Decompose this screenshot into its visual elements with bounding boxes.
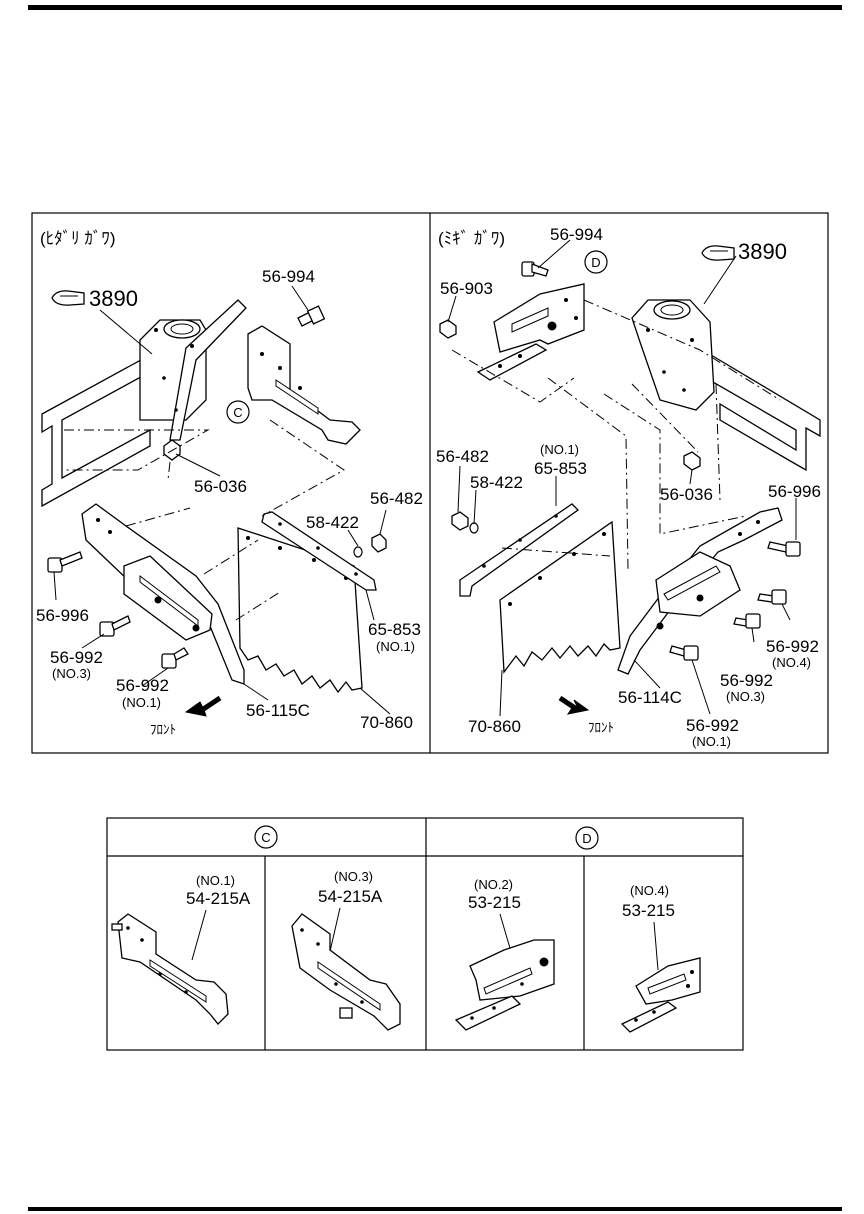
- detail-cell-3-part: 53-215: [468, 893, 521, 912]
- detail-cell-3-note: (NO.2): [474, 877, 513, 892]
- callout-left-65-853-note: (NO.1): [376, 639, 415, 654]
- left-upper-bracket: [247, 325, 361, 445]
- svg-text:D: D: [582, 831, 591, 846]
- left-bolt-56-996-icon: [47, 551, 83, 573]
- callout-left-56-036: 56-036: [194, 477, 247, 496]
- left-ref-number: 3890: [89, 286, 138, 311]
- right-ref-number: 3890: [738, 239, 787, 264]
- right-panel-title: (ﾐｷﾞ ｶﾞﾜ): [438, 229, 505, 248]
- detail-cell-2-note: (NO.3): [334, 869, 373, 884]
- callout-right-56-996: 56-996: [768, 482, 821, 501]
- detail-bracket-no2: [454, 939, 555, 1031]
- callout-left-70-860: 70-860: [360, 713, 413, 732]
- left-mud-flap: [237, 527, 363, 694]
- left-bolt-56-994-icon: [297, 305, 326, 327]
- callout-right-56-903: 56-903: [440, 279, 493, 298]
- callout-right-56-482: 56-482: [436, 447, 489, 466]
- left-bolt-56-992-no3-icon: [99, 615, 131, 637]
- callout-right-70-860: 70-860: [468, 717, 521, 736]
- detail-marker-d-icon: D: [575, 826, 599, 850]
- callout-right-56-114C: 56-114C: [618, 688, 682, 707]
- callout-right-65-853-note: (NO.1): [540, 442, 579, 457]
- callout-left-56-992-no3-note: (NO.3): [52, 666, 91, 681]
- left-nut-56-482-icon: [371, 533, 387, 553]
- detail-cell-4-part: 53-215: [622, 901, 675, 920]
- callout-right-56-992-no3: 56-992: [720, 671, 773, 690]
- right-mudguard-stay: [617, 507, 783, 675]
- left-panel: (ﾋﾀﾞﾘ ｶﾞﾜ) 3890 C: [36, 229, 423, 737]
- right-bolt-56-992-no1-icon: [669, 645, 699, 661]
- detail-marker-c-icon: C: [254, 825, 278, 849]
- detail-bracket-no3: [291, 913, 401, 1031]
- left-marker-c-icon: C: [226, 400, 250, 424]
- svg-text:C: C: [233, 405, 242, 420]
- left-mudguard-stay: [81, 503, 245, 685]
- right-bolt-56-992-no3-icon: [733, 613, 761, 629]
- right-frame-rail: [705, 350, 821, 472]
- svg-text:C: C: [261, 830, 270, 845]
- right-nut-56-482-icon: [451, 511, 469, 531]
- callout-right-56-992-no3-note: (NO.3): [726, 689, 765, 704]
- callout-left-56-992-no1: 56-992: [116, 676, 169, 695]
- right-strip-65-853: [459, 503, 580, 597]
- callout-left-56-482: 56-482: [370, 489, 423, 508]
- right-nut-56-903-icon: [439, 319, 457, 339]
- callout-left-56-992-no3: 56-992: [50, 648, 103, 667]
- right-panel: (ﾐｷﾞ ｶﾞﾜ) 3890 D: [436, 225, 821, 749]
- left-washer-58-422-icon: [353, 546, 363, 558]
- callout-left-58-422: 58-422: [306, 513, 359, 532]
- right-front-arrow-icon: [558, 695, 590, 715]
- callout-left-56-992-no1-note: (NO.1): [122, 695, 161, 710]
- detail-table: C D (NO.1) 54-215A (NO.3) 54-215A: [106, 817, 744, 1051]
- right-upper-bracket: [476, 283, 585, 381]
- callout-right-56-992-no1-note: (NO.1): [692, 734, 731, 749]
- detail-cell-2-part: 54-215A: [318, 887, 383, 906]
- callout-right-65-853: 65-853: [534, 459, 587, 478]
- callout-left-65-853: 65-853: [368, 620, 421, 639]
- left-front-arrow-icon: [184, 695, 222, 717]
- detail-bracket-no4: [620, 957, 701, 1033]
- callout-left-56-994: 56-994: [262, 267, 315, 286]
- right-mud-flap: [499, 520, 621, 674]
- right-cab-mount: [631, 299, 715, 411]
- left-ref-hand-icon: [51, 290, 85, 306]
- top-rule: [28, 5, 842, 10]
- right-ref-hand-icon: [701, 245, 735, 261]
- callout-right-58-422: 58-422: [470, 473, 523, 492]
- detail-cell-1-note: (NO.1): [196, 873, 235, 888]
- right-marker-d-icon: D: [584, 250, 608, 274]
- callout-right-56-994: 56-994: [550, 225, 603, 244]
- left-panel-title: (ﾋﾀﾞﾘ ｶﾞﾜ): [40, 229, 116, 248]
- left-strip-65-853: [261, 511, 377, 591]
- bottom-rule: [28, 1207, 842, 1211]
- detail-cell-4-note: (NO.4): [630, 883, 669, 898]
- right-front-label: ﾌﾛﾝﾄ: [588, 720, 614, 735]
- left-bolt-56-992-no1-icon: [161, 647, 189, 669]
- right-bolt-56-994-icon: [521, 261, 549, 277]
- right-nut-56-036-icon: [683, 451, 701, 471]
- callout-left-56-115C: 56-115C: [246, 701, 310, 720]
- callout-right-56-992-no1: 56-992: [686, 716, 739, 735]
- right-washer-58-422-icon: [469, 522, 479, 534]
- left-front-label: ﾌﾛﾝﾄ: [150, 722, 176, 737]
- left-cab-mount: [139, 299, 247, 441]
- callout-right-56-992-no4: 56-992: [766, 637, 819, 656]
- callout-left-56-996: 56-996: [36, 606, 89, 625]
- detail-cell-1-part: 54-215A: [186, 889, 251, 908]
- callout-right-56-992-no4-note: (NO.4): [772, 655, 811, 670]
- detail-bracket-no1: [111, 913, 229, 1025]
- svg-text:D: D: [591, 255, 600, 270]
- right-bolt-56-996-icon: [767, 541, 801, 557]
- right-bolt-56-992-no4-icon: [757, 589, 787, 605]
- callout-right-56-036: 56-036: [660, 485, 713, 504]
